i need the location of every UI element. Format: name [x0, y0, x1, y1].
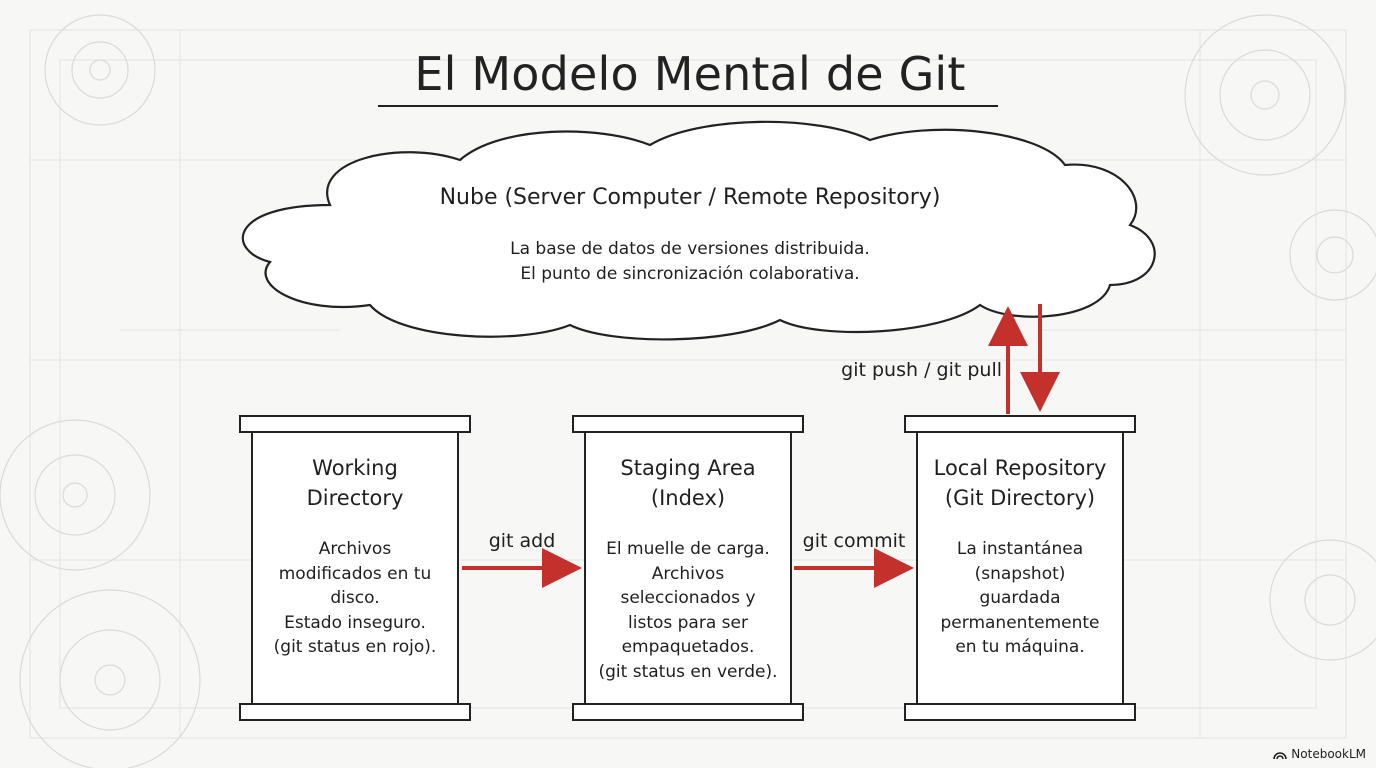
cloud-description-line: La base de datos de versiones distribuid…: [510, 239, 870, 259]
staging-area-scroll: [572, 415, 804, 721]
git-push-pull-label: git push / git pull: [841, 359, 1002, 381]
working-directory-title: Working Directory: [306, 456, 404, 510]
gear-icon: [44, 14, 156, 126]
local-repository-title: Local Repository (Git Directory): [933, 456, 1107, 510]
cloud-description-line: El punto de sincronización colaborativa.: [520, 264, 860, 284]
staging-area-title: Staging Area (Index): [620, 456, 756, 510]
cloud-title: Nube (Server Computer / Remote Repositor…: [439, 185, 941, 210]
cloud-shape: [241, 120, 1156, 341]
working-directory-scroll: [239, 415, 471, 721]
notebooklm-label: NotebookLM: [1291, 747, 1366, 761]
local-repository-scroll: [904, 415, 1136, 721]
working-directory-description: Archivos modificados en tu disco. Estado…: [273, 539, 437, 657]
cloud-description: La base de datos de versiones distribuid…: [340, 237, 1040, 287]
git-add-label: git add: [488, 530, 556, 552]
staging-area-description: El muelle de carga. Archivos seleccionad…: [598, 539, 778, 682]
notebooklm-logo-icon: [1273, 752, 1288, 760]
local-repository-description: La instantánea (snapshot) guardada perma…: [940, 539, 1100, 657]
git-commit-label: git commit: [802, 530, 906, 552]
page-title: El Modelo Mental de Git: [414, 47, 966, 101]
notebooklm-badge: NotebookLM: [1273, 747, 1366, 761]
